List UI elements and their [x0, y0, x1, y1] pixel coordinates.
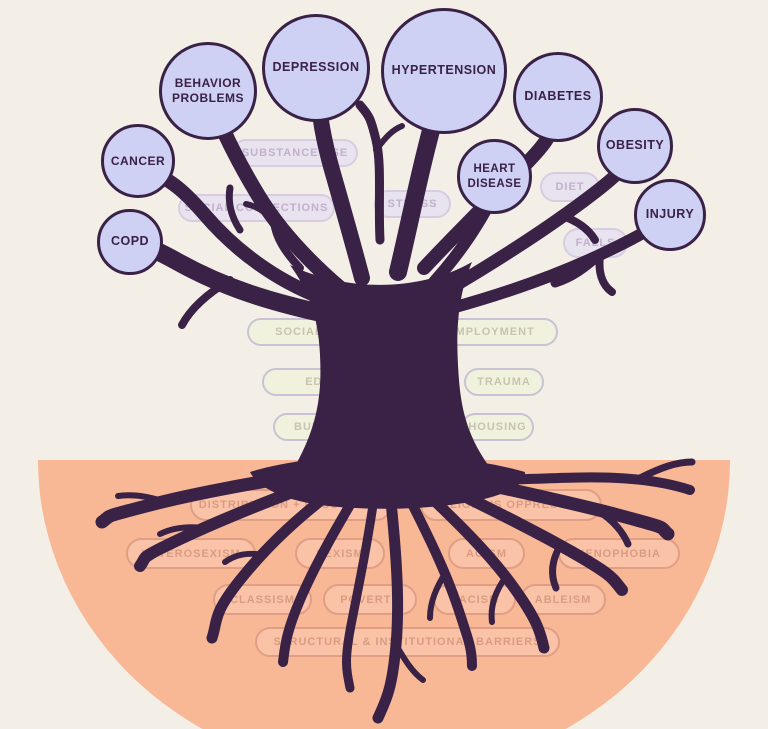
- leaf-circle-hypertension: HYPERTENSION: [381, 8, 507, 134]
- leaf-circle-cancer: CANCER: [101, 124, 175, 198]
- leaf-circle-heart-disease: HEART DISEASE: [457, 139, 532, 214]
- leaf-circle-injury: INJURY: [634, 179, 706, 251]
- leaf-circle-depression: DEPRESSION: [262, 14, 370, 122]
- pill-trauma: TRAUMA: [464, 368, 544, 396]
- leaf-circle-diabetes: DIABETES: [513, 52, 603, 142]
- leaf-circle-behavior-problems: BEHAVIOR PROBLEMS: [159, 42, 257, 140]
- tree-trunk: [288, 262, 498, 478]
- pill-structural-institutional-barriers: STRUCTURAL & INSTITUTIONAL BARRIERS: [255, 627, 560, 657]
- leaf-circle-obesity: OBESITY: [597, 108, 673, 184]
- pill-housing: HOUSING: [461, 413, 534, 441]
- leaf-circle-copd: COPD: [97, 209, 163, 275]
